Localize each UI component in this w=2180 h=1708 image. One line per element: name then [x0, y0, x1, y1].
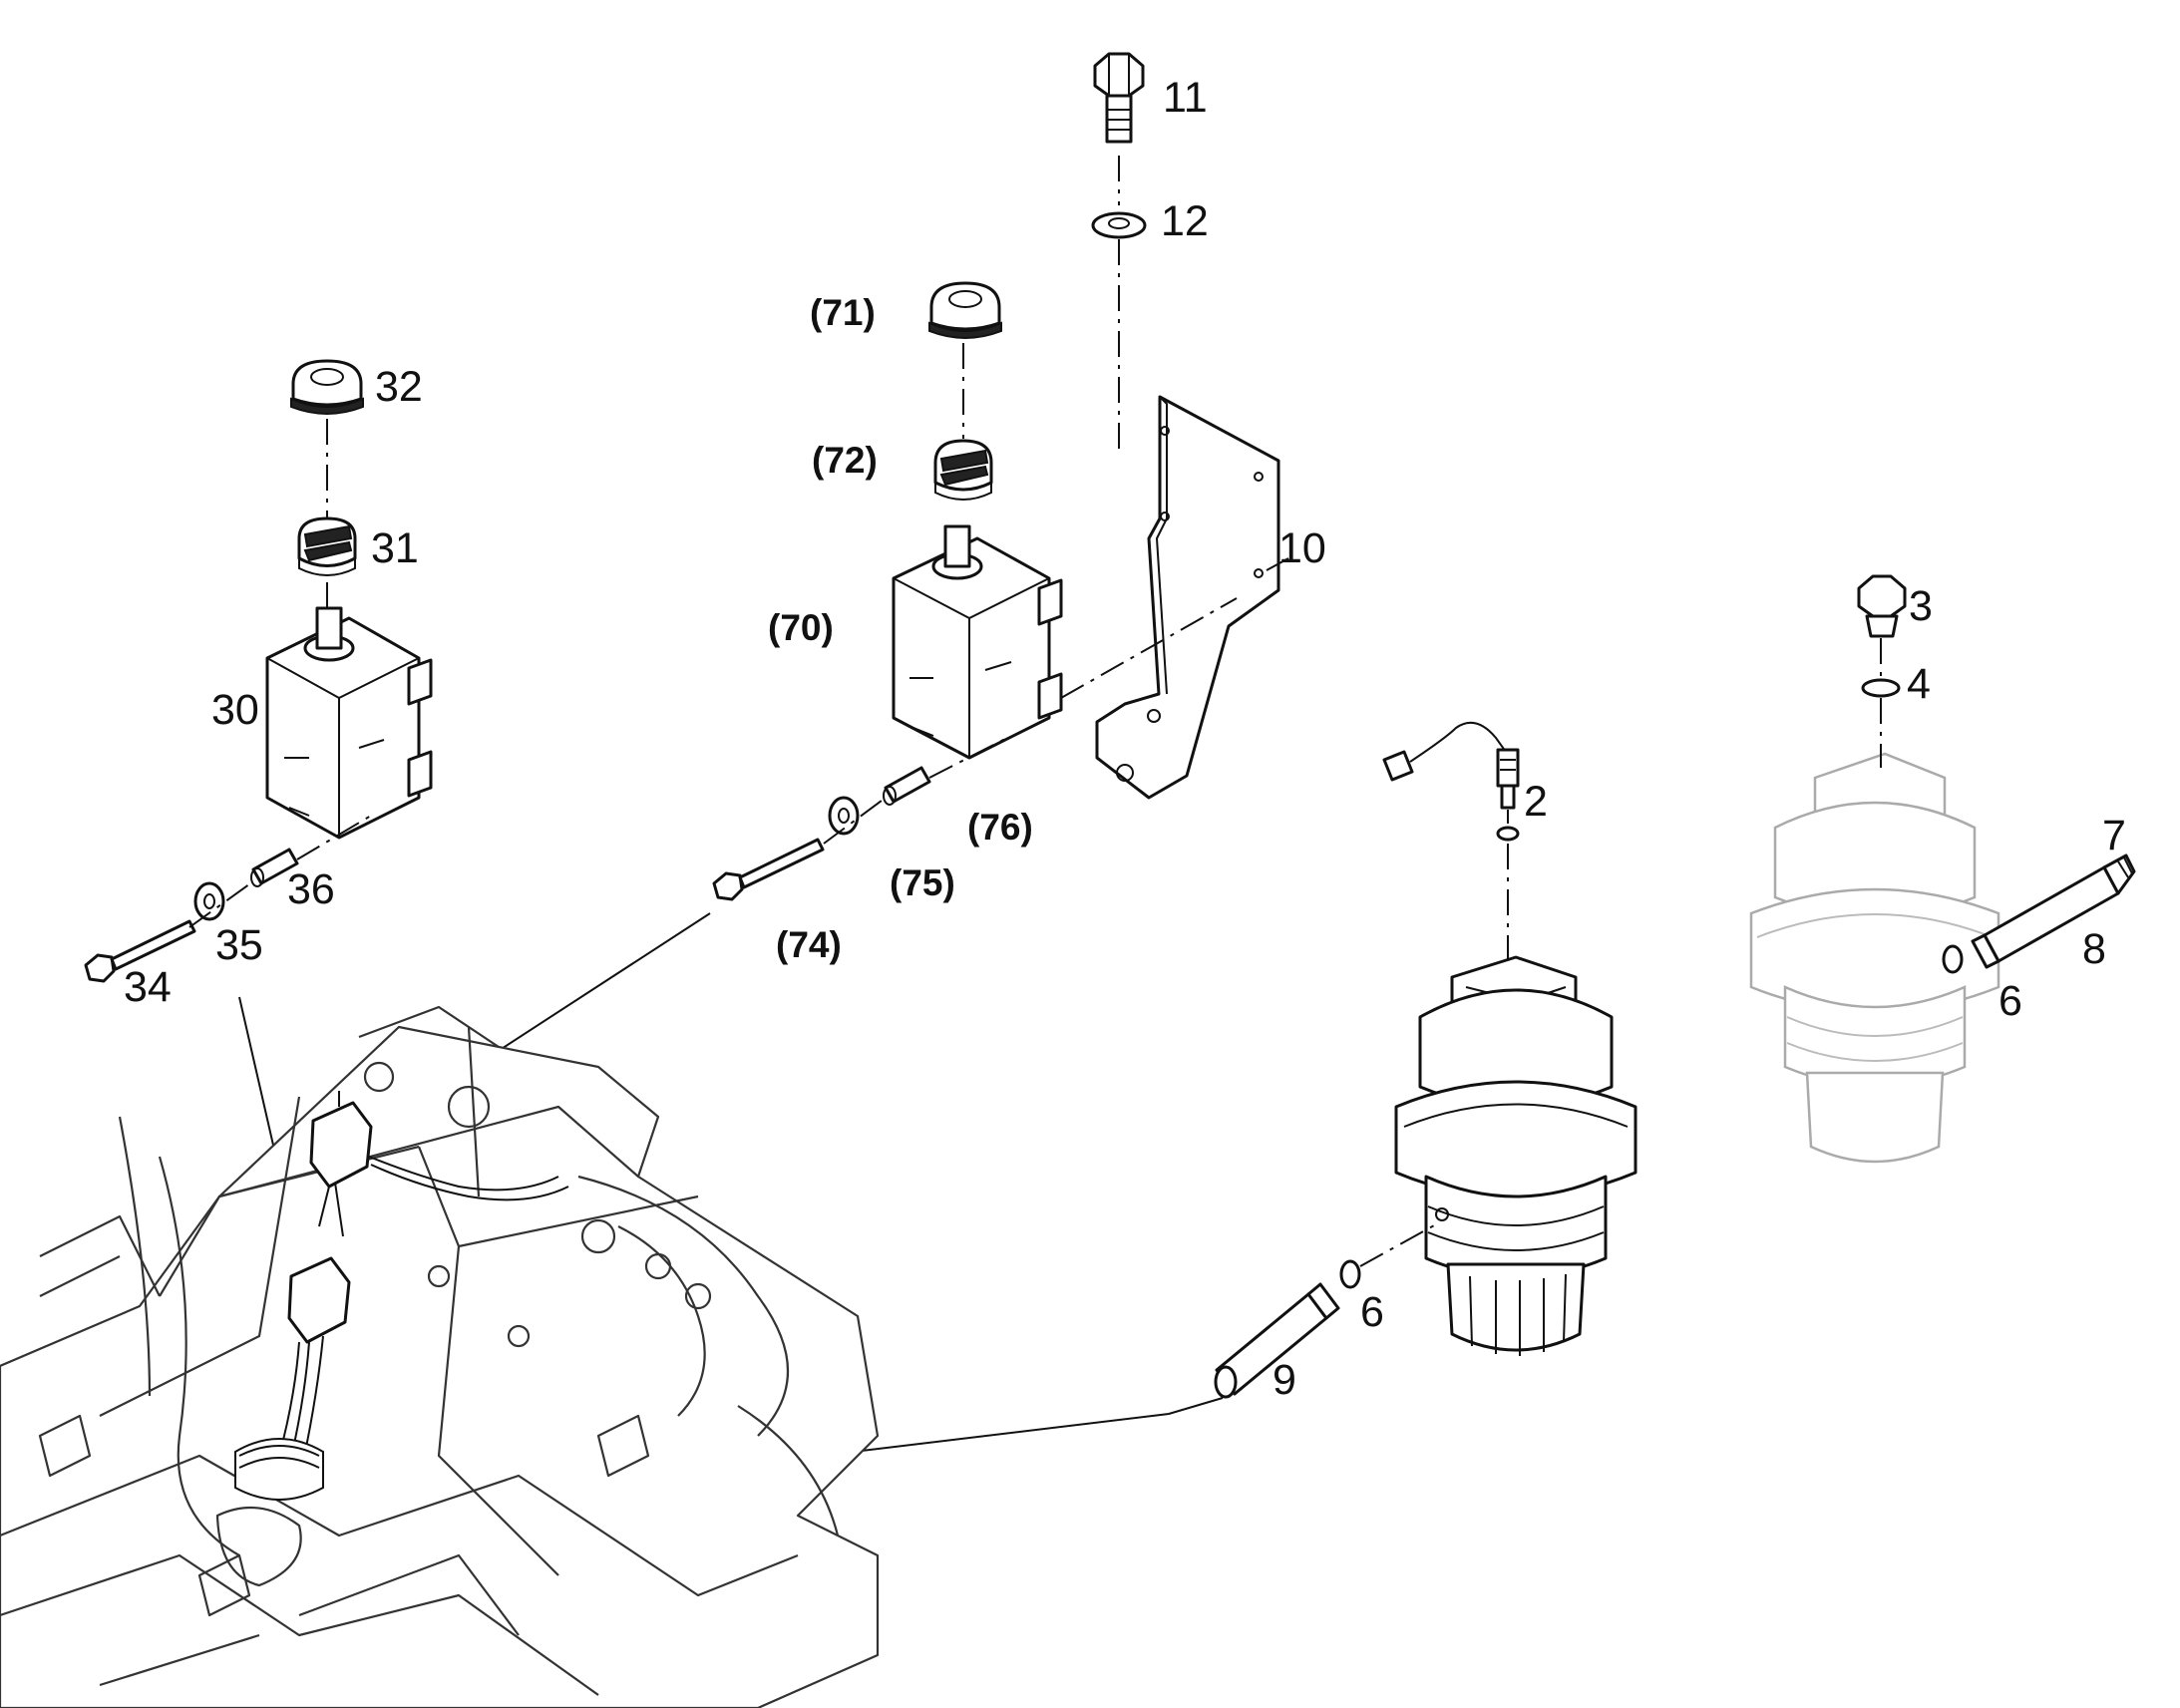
- o-ring-6-left: [1339, 1259, 1361, 1289]
- o-ring-sensor: [1496, 826, 1520, 842]
- callout-11: 11: [1163, 74, 1208, 122]
- washer-35: [193, 881, 225, 921]
- callout-31: 31: [371, 524, 419, 572]
- callout-2: 2: [1524, 778, 1548, 826]
- selector-knob-31: [297, 516, 357, 576]
- callout-71: (71): [810, 292, 876, 333]
- washer-12: [1091, 211, 1147, 239]
- callout-72: (72): [812, 440, 878, 481]
- leader-bracket-10: [1266, 557, 1289, 571]
- callout-30: 30: [211, 686, 259, 734]
- callout-7: 7: [2102, 812, 2126, 859]
- callout-34: 34: [124, 963, 172, 1011]
- speed-sensor-2: [1382, 721, 1520, 810]
- spacer-sleeve-76: [883, 766, 931, 806]
- callout-10: 10: [1278, 524, 1326, 572]
- callout-35: 35: [215, 921, 263, 969]
- callout-3: 3: [1909, 582, 1933, 630]
- switch-housing-70: [892, 524, 1063, 760]
- assembly-axis-30: [188, 815, 372, 928]
- callout-76: (76): [967, 807, 1033, 848]
- o-ring-6-right: [1942, 944, 1964, 974]
- travel-motor-variant-ghost: [1749, 752, 2000, 1164]
- dust-cap-71: [928, 281, 1002, 339]
- o-ring-4: [1861, 678, 1901, 698]
- callout-32: 32: [375, 363, 423, 411]
- frame-travel-motor: [215, 1438, 324, 1587]
- callout-4: 4: [1907, 660, 1931, 708]
- bolt-34: [84, 919, 196, 983]
- travel-motor: [1394, 955, 1637, 1356]
- dust-cap-32: [290, 359, 364, 415]
- frame-mounted-switch-upper: [309, 1091, 569, 1237]
- callout-12: 12: [1161, 197, 1209, 245]
- assembly-axis-fitting-9: [1359, 1223, 1437, 1267]
- spacer-sleeve-36: [250, 848, 299, 887]
- callout-74: (74): [776, 924, 842, 965]
- bolt-74: [712, 838, 825, 901]
- callout-70: (70): [768, 607, 834, 648]
- plug-3: [1857, 574, 1907, 638]
- hex-bolt-11: [1093, 52, 1145, 144]
- callout-6-left: 6: [1360, 1288, 1384, 1336]
- selector-knob-72: [933, 439, 993, 501]
- callout-9: 9: [1272, 1356, 1296, 1404]
- adapter-8: [1971, 854, 2136, 969]
- assembly-axis-70: [823, 597, 1238, 845]
- washer-75: [828, 796, 860, 836]
- callout-75: (75): [890, 862, 955, 903]
- callout-8: 8: [2082, 925, 2106, 973]
- switch-housing-30: [265, 606, 433, 840]
- callout-6-right: 6: [1998, 977, 2022, 1025]
- undercarriage-frame: [0, 1005, 880, 1708]
- mounting-bracket-10: [1095, 395, 1280, 800]
- callout-36: 36: [287, 865, 335, 913]
- fitting-9: [1214, 1282, 1340, 1399]
